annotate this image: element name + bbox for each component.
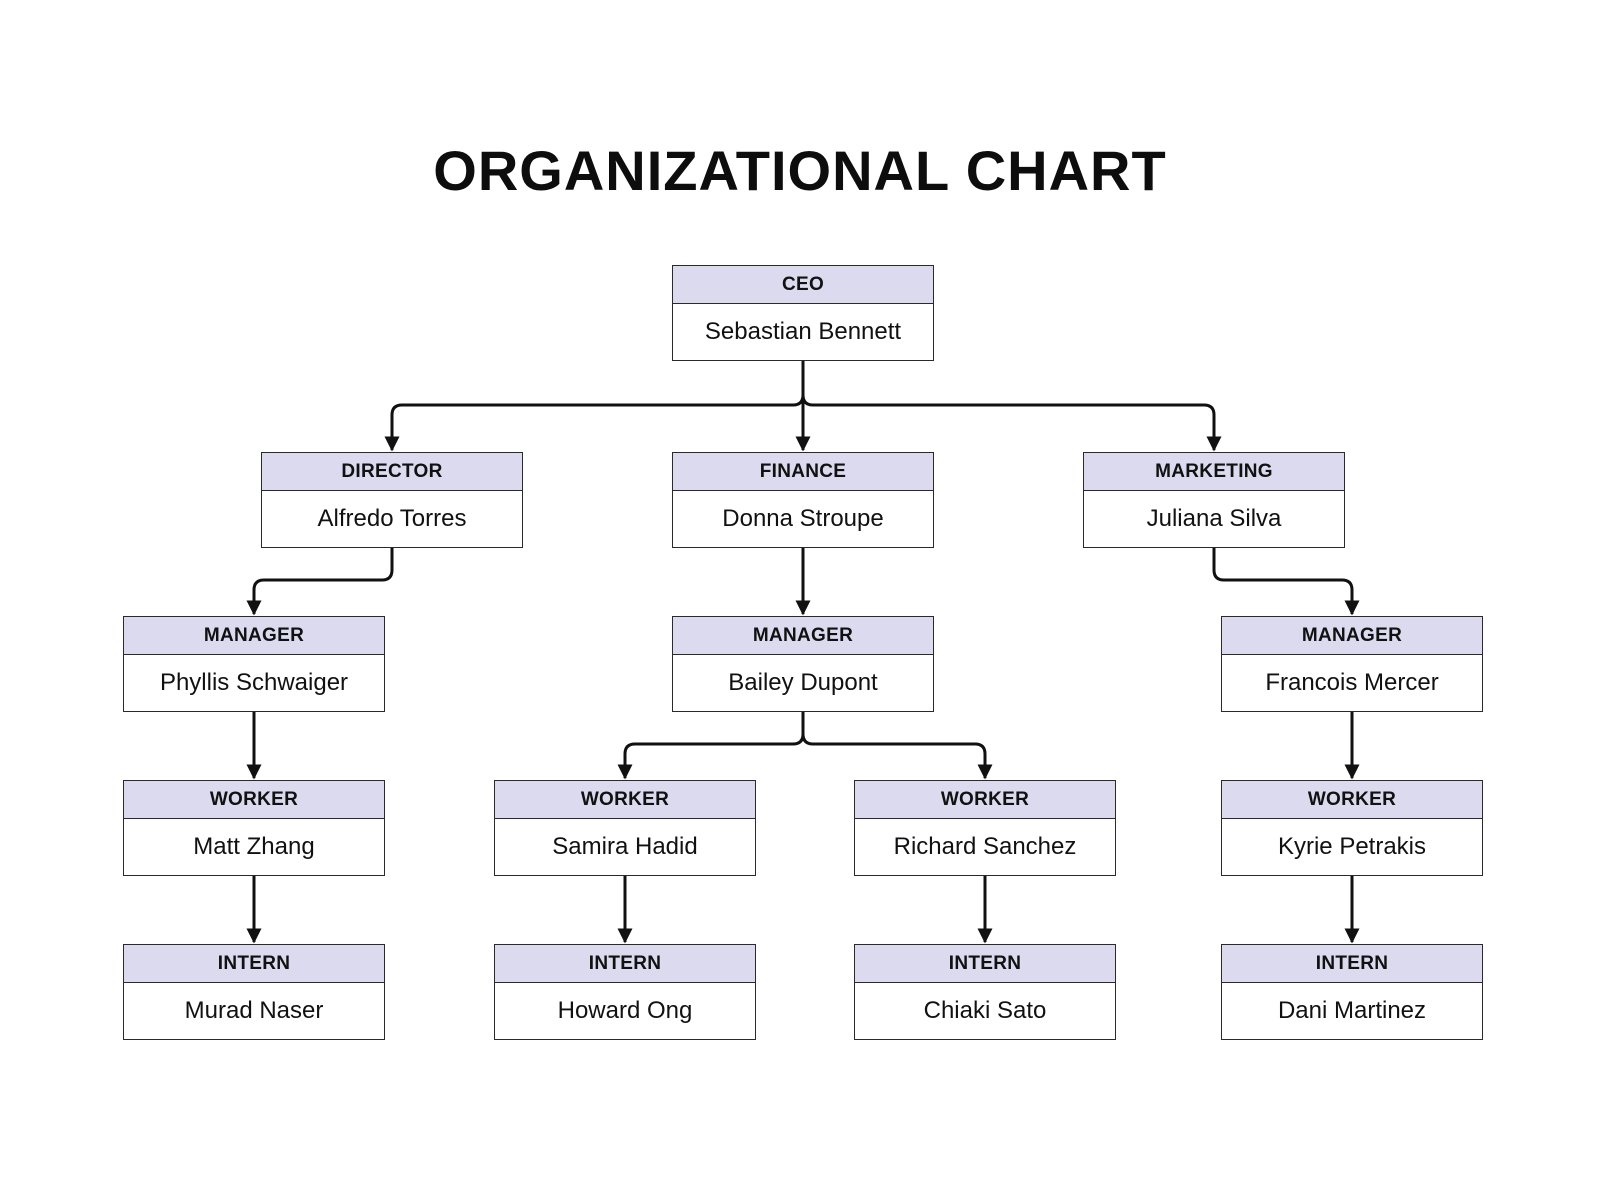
node-role: INTERN — [124, 945, 384, 983]
node-name: Bailey Dupont — [728, 669, 878, 696]
node-name: Dani Martinez — [1277, 997, 1427, 1024]
connector-mgr-finance-to-worker-richard — [801, 712, 993, 780]
node-ceo: CEO Sebastian Bennett — [672, 265, 934, 361]
node-worker-richard: WORKER Richard Sanchez — [854, 780, 1116, 876]
node-name: Matt Zhang — [193, 833, 315, 860]
node-role: MANAGER — [673, 617, 933, 655]
node-worker-matt: WORKER Matt Zhang — [123, 780, 385, 876]
node-intern-howard: INTERN Howard Ong — [494, 944, 756, 1040]
node-name: Murad Naser — [184, 997, 324, 1024]
node-manager-marketing: MANAGER Francois Mercer — [1221, 616, 1483, 712]
node-role: MANAGER — [124, 617, 384, 655]
node-role: MANAGER — [1222, 617, 1482, 655]
node-name: Kyrie Petrakis — [1277, 833, 1427, 860]
node-name: Alfredo Torres — [317, 505, 467, 532]
node-role: INTERN — [495, 945, 755, 983]
node-worker-samira: WORKER Samira Hadid — [494, 780, 756, 876]
node-role: DIRECTOR — [262, 453, 522, 491]
node-name: Chiaki Sato — [923, 997, 1047, 1024]
node-name: Francois Mercer — [1265, 669, 1439, 696]
node-role: FINANCE — [673, 453, 933, 491]
node-worker-kyrie: WORKER Kyrie Petrakis — [1221, 780, 1483, 876]
node-role: WORKER — [855, 781, 1115, 819]
node-marketing: MARKETING Juliana Silva — [1083, 452, 1345, 548]
node-role: MARKETING — [1084, 453, 1344, 491]
connector-mgr-finance-to-worker-samira — [617, 712, 805, 780]
node-role: CEO — [673, 266, 933, 304]
node-name: Juliana Silva — [1146, 505, 1282, 532]
chart-title: ORGANIZATIONAL CHART — [433, 139, 1167, 202]
node-name: Donna Stroupe — [722, 505, 884, 532]
node-role: WORKER — [124, 781, 384, 819]
node-finance: FINANCE Donna Stroupe — [672, 452, 934, 548]
connector-ceo-to-marketing — [801, 361, 1222, 452]
node-director: DIRECTOR Alfredo Torres — [261, 452, 523, 548]
node-manager-director: MANAGER Phyllis Schwaiger — [123, 616, 385, 712]
connector-marketing-to-mgr-marketing — [1212, 548, 1360, 616]
node-name: Sebastian Bennett — [704, 318, 902, 345]
connector-ceo-to-director — [384, 361, 805, 452]
node-name: Samira Hadid — [552, 833, 698, 860]
node-intern-dani: INTERN Dani Martinez — [1221, 944, 1483, 1040]
node-name: Phyllis Schwaiger — [159, 669, 349, 696]
node-name: Richard Sanchez — [893, 833, 1077, 860]
node-intern-chiaki: INTERN Chiaki Sato — [854, 944, 1116, 1040]
node-intern-murad: INTERN Murad Naser — [123, 944, 385, 1040]
node-name: Howard Ong — [557, 997, 693, 1024]
node-manager-finance: MANAGER Bailey Dupont — [672, 616, 934, 712]
node-role: INTERN — [855, 945, 1115, 983]
node-role: WORKER — [495, 781, 755, 819]
connector-director-to-mgr-director — [246, 548, 394, 616]
node-role: INTERN — [1222, 945, 1482, 983]
node-role: WORKER — [1222, 781, 1482, 819]
